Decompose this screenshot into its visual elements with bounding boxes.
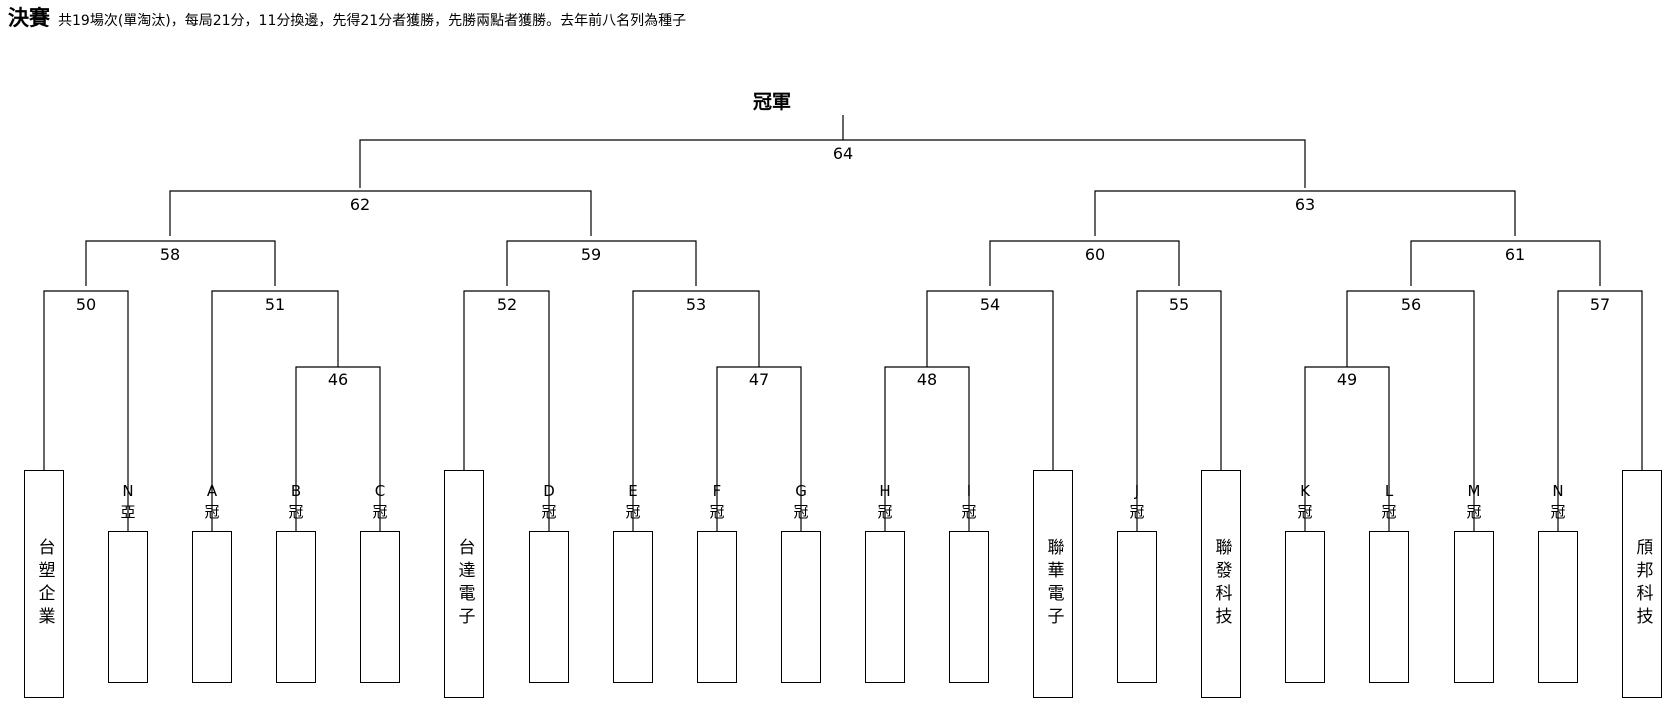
- qualifier-slot: B 冠: [275, 481, 317, 683]
- page-title: 決賽: [8, 6, 50, 30]
- qualifier-suffix: 冠: [1381, 503, 1397, 521]
- qualifier-slot: G 冠: [780, 481, 822, 683]
- qualifier-slot: K 冠: [1284, 481, 1326, 683]
- qualifier-suffix: 冠: [961, 503, 977, 521]
- match-number: 58: [160, 245, 180, 264]
- qualifier-slot: M 冠: [1453, 481, 1495, 683]
- qualifier-suffix: 冠: [372, 503, 388, 521]
- match-number: 63: [1295, 195, 1315, 214]
- match-number: 55: [1169, 295, 1189, 314]
- match-number: 60: [1085, 245, 1105, 264]
- qualifier-slot: N 亞: [107, 481, 149, 683]
- qualifier-suffix: 亞: [120, 503, 136, 521]
- qualifier-letter: F: [712, 482, 722, 500]
- qualifier-suffix: 冠: [1297, 503, 1313, 521]
- qualifier-name-box: [781, 531, 821, 683]
- qualifier-slot: J 冠: [1116, 481, 1158, 683]
- seeded-team-box: 台達電子: [444, 470, 484, 698]
- seeded-team-box: 聯華電子: [1033, 470, 1073, 698]
- qualifier-suffix: 冠: [709, 503, 725, 521]
- qualifier-suffix: 冠: [204, 503, 220, 521]
- match-number: 62: [350, 195, 370, 214]
- qualifier-letter: M: [1467, 482, 1481, 500]
- match-number: 52: [497, 295, 517, 314]
- match-number: 46: [328, 370, 348, 389]
- match-number: 47: [749, 370, 769, 389]
- champion-label: 冠軍: [752, 91, 791, 113]
- match-number: 64: [833, 144, 853, 163]
- qualifier-letter: E: [628, 482, 638, 500]
- seeded-team-box: 頎邦科技: [1622, 470, 1662, 698]
- qualifier-name-box: [613, 531, 653, 683]
- qualifier-slot: E 冠: [612, 481, 654, 683]
- match-number: 57: [1590, 295, 1610, 314]
- qualifier-slot: I 冠: [948, 481, 990, 683]
- match-number: 49: [1337, 370, 1357, 389]
- qualifier-letter: G: [795, 482, 807, 500]
- qualifier-name-box: [1117, 531, 1157, 683]
- qualifier-letter: B: [290, 482, 302, 500]
- qualifier-suffix: 冠: [793, 503, 809, 521]
- qualifier-suffix: 冠: [877, 503, 893, 521]
- qualifier-name-box: [192, 531, 232, 683]
- seeded-team-box: 聯發科技: [1201, 470, 1241, 698]
- page-header: 決賽 共19場次(單淘汰)，每局21分，11分換邊，先得21分者獲勝，先勝兩點者…: [8, 2, 686, 32]
- qualifier-name-box: [1538, 531, 1578, 683]
- qualifier-letter: A: [206, 482, 218, 500]
- seeded-team-name: 台塑企業: [34, 538, 55, 630]
- qualifier-name-box: [529, 531, 569, 683]
- match-number: 51: [265, 295, 285, 314]
- qualifier-suffix: 冠: [541, 503, 557, 521]
- qualifier-name-box: [697, 531, 737, 683]
- qualifier-name-box: [360, 531, 400, 683]
- qualifier-slot: D 冠: [528, 481, 570, 683]
- qualifier-suffix: 冠: [1129, 503, 1145, 521]
- qualifier-suffix: 冠: [1550, 503, 1566, 521]
- qualifier-suffix: 冠: [625, 503, 641, 521]
- qualifier-letter: J: [1134, 482, 1140, 500]
- seeded-team-box: 台塑企業: [24, 470, 64, 698]
- seeded-team-name: 頎邦科技: [1632, 538, 1653, 630]
- qualifier-name-box: [949, 531, 989, 683]
- match-number: 61: [1505, 245, 1525, 264]
- seeded-team-name: 聯發科技: [1211, 538, 1232, 630]
- qualifier-letter: L: [1384, 482, 1394, 500]
- qualifier-letter: I: [966, 482, 972, 500]
- qualifier-name-box: [1454, 531, 1494, 683]
- qualifier-name-box: [1369, 531, 1409, 683]
- qualifier-letter: D: [543, 482, 555, 500]
- match-number: 54: [980, 295, 1000, 314]
- qualifier-name-box: [865, 531, 905, 683]
- qualifier-letter: C: [374, 482, 386, 500]
- qualifier-slot: L 冠: [1368, 481, 1410, 683]
- seeded-team-name: 台達電子: [454, 538, 475, 630]
- qualifier-suffix: 冠: [288, 503, 304, 521]
- qualifier-slot: C 冠: [359, 481, 401, 683]
- match-number: 48: [917, 370, 937, 389]
- seeded-team-name: 聯華電子: [1043, 538, 1064, 630]
- qualifier-letter: H: [879, 482, 891, 500]
- qualifier-slot: H 冠: [864, 481, 906, 683]
- qualifier-slot: A 冠: [191, 481, 233, 683]
- match-number: 59: [581, 245, 601, 264]
- qualifier-letter: N: [1552, 482, 1564, 500]
- page-description: 共19場次(單淘汰)，每局21分，11分換邊，先得21分者獲勝，先勝兩點者獲勝。…: [58, 13, 687, 29]
- qualifier-letter: K: [1300, 482, 1310, 500]
- qualifier-slot: N 冠: [1537, 481, 1579, 683]
- match-number: 56: [1401, 295, 1421, 314]
- qualifier-slot: F 冠: [696, 481, 738, 683]
- match-number: 53: [686, 295, 706, 314]
- match-number: 50: [76, 295, 96, 314]
- qualifier-name-box: [108, 531, 148, 683]
- qualifier-name-box: [1285, 531, 1325, 683]
- qualifier-name-box: [276, 531, 316, 683]
- qualifier-suffix: 冠: [1466, 503, 1482, 521]
- qualifier-letter: N: [122, 482, 134, 500]
